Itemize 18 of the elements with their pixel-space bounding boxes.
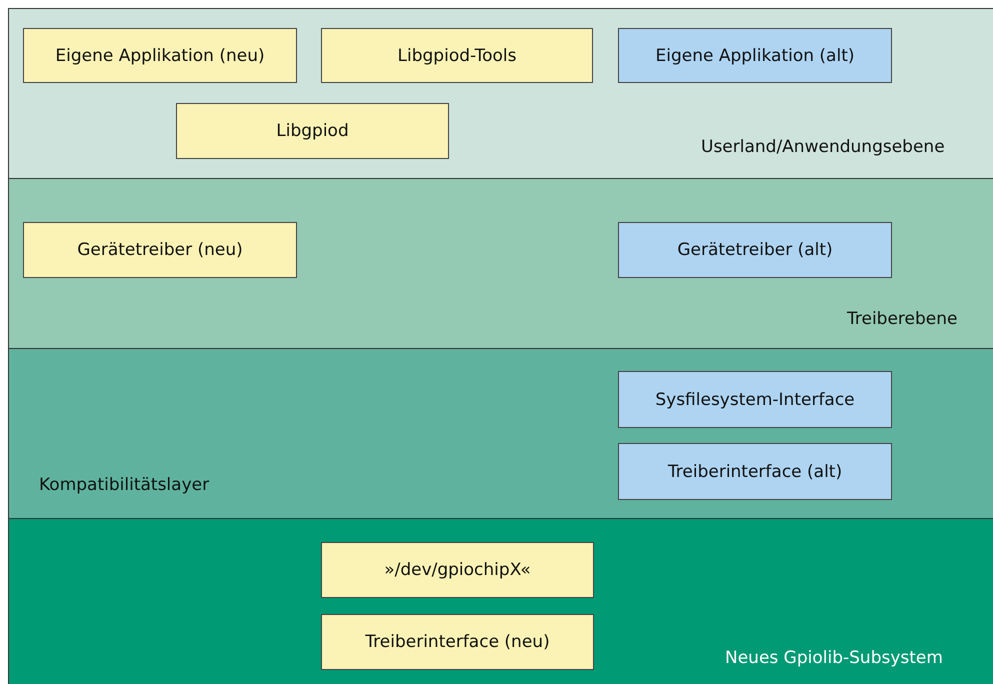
component-box: Treiberinterface (neu) <box>321 614 594 670</box>
component-box: Sysfilesystem-Interface <box>618 371 892 428</box>
component-box: Gerätetreiber (neu) <box>23 222 297 278</box>
layer-band <box>8 8 993 179</box>
component-box: Libgpiod <box>176 103 449 159</box>
layer-label: Neues Gpiolib-Subsystem <box>725 648 943 668</box>
component-box: Libgpiod-Tools <box>321 28 593 83</box>
layer-label: Treiberebene <box>847 309 958 329</box>
layer-label: Userland/Anwendungsebene <box>701 137 945 157</box>
component-box: Treiberinterface (alt) <box>618 443 892 500</box>
component-box: Eigene Applikation (alt) <box>618 28 892 83</box>
component-box: Eigene Applikation (neu) <box>23 28 297 83</box>
layer-band <box>8 348 993 519</box>
component-box: Gerätetreiber (alt) <box>618 222 892 278</box>
layer-band <box>8 518 993 684</box>
component-box: »/dev/gpiochipX« <box>321 542 594 598</box>
layer-band <box>8 178 993 349</box>
layer-label: Kompatibilitätslayer <box>39 475 210 495</box>
